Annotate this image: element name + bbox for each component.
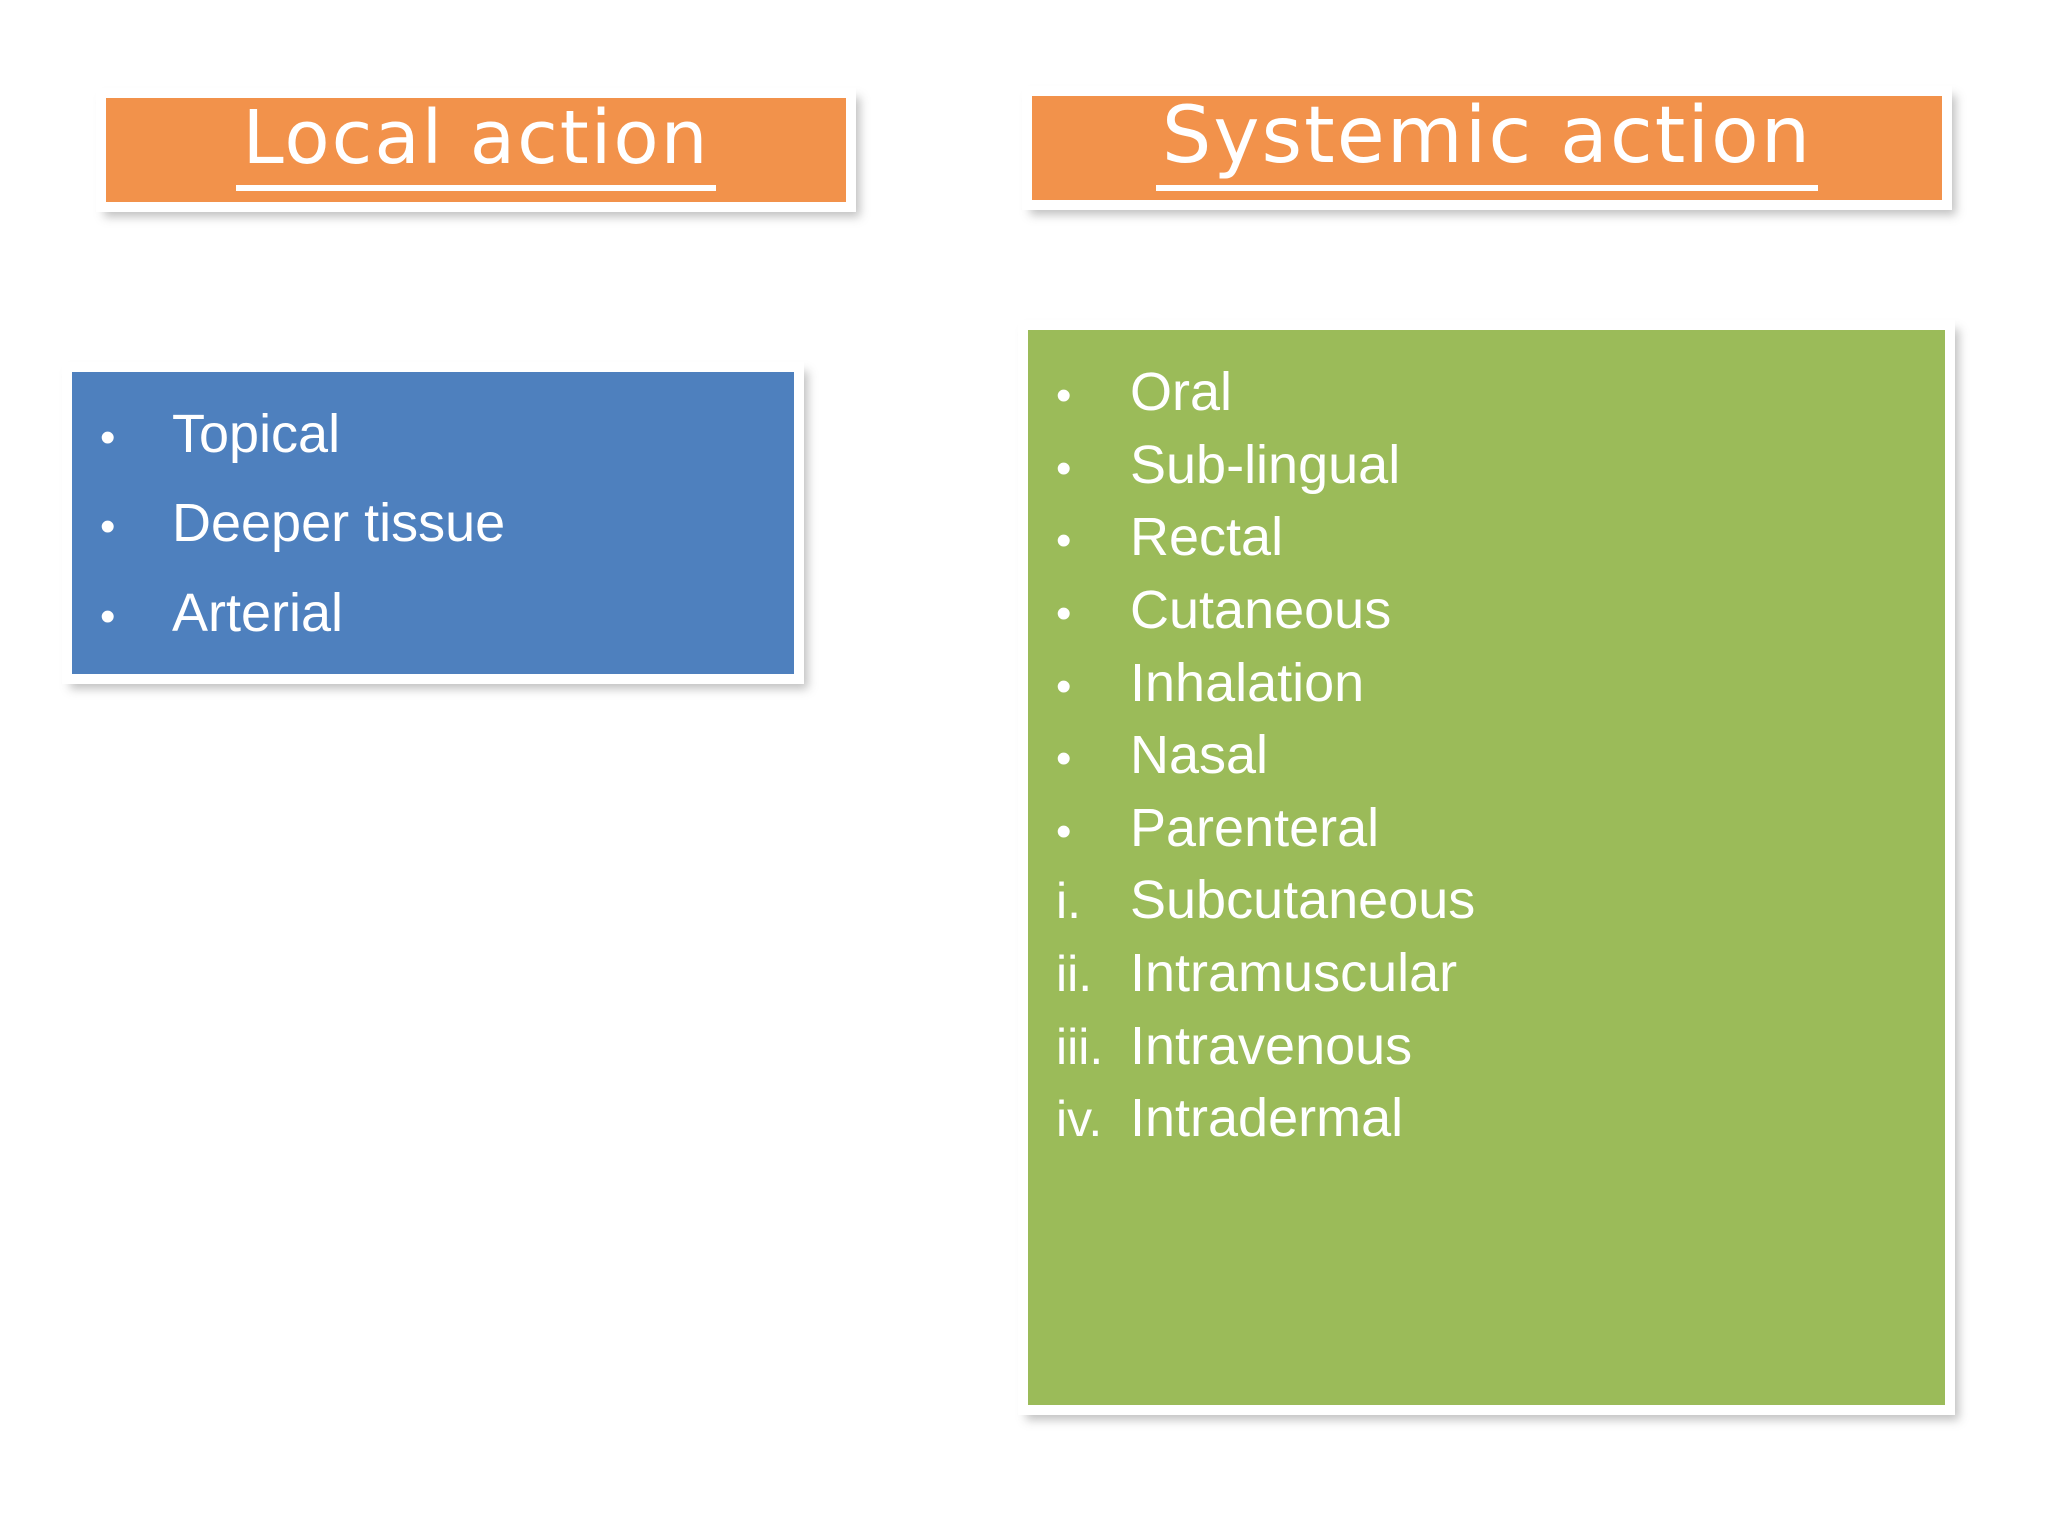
- list-item: • Sub-lingual: [1056, 429, 1927, 502]
- list-item-label: Oral: [1130, 362, 1233, 422]
- list-item-label: Arterial: [172, 582, 344, 643]
- bullet-icon: •: [1056, 516, 1072, 566]
- list-item: • Cutaneous: [1056, 574, 1927, 647]
- bullet-icon: •: [1056, 806, 1072, 856]
- list-item: • Deeper tissue: [100, 487, 776, 560]
- bullet-icon: •: [1056, 371, 1072, 420]
- list-item: • Rectal: [1056, 501, 1927, 574]
- bullet-icon: •: [1056, 443, 1072, 493]
- list-item: • Parenteral: [1056, 792, 1927, 865]
- systemic-action-list-card: • Oral • Sub-lingual • Rectal • Cutaneou…: [1018, 320, 1955, 1415]
- bullet-icon: •: [100, 591, 116, 641]
- roman-numeral-marker: ii.: [1056, 946, 1093, 1002]
- list-item: iii. Intravenous: [1056, 1010, 1927, 1083]
- list-item-label: Sub-lingual: [1130, 434, 1401, 495]
- systemic-action-heading-card: Systemic action: [1022, 86, 1952, 210]
- local-action-heading-fill: Local action: [106, 98, 846, 202]
- list-item-label: Intravenous: [1130, 1015, 1413, 1076]
- local-action-list-fill: • Topical • Deeper tissue • Arterial: [72, 372, 794, 674]
- list-item: • Inhalation: [1056, 647, 1927, 720]
- roman-numeral-marker: iii.: [1056, 1018, 1104, 1075]
- list-item-label: Intradermal: [1130, 1088, 1404, 1149]
- list-item: • Nasal: [1056, 719, 1927, 792]
- list-item: iv. Intradermal: [1056, 1082, 1927, 1155]
- list-item-label: Deeper tissue: [172, 493, 506, 554]
- bullet-icon: •: [100, 413, 116, 462]
- systemic-action-heading-fill: Systemic action: [1032, 96, 1942, 200]
- list-item-label: Topical: [172, 404, 341, 464]
- bullet-icon: •: [1056, 734, 1072, 784]
- list-item-label: Subcutaneous: [1130, 870, 1476, 931]
- list-item-label: Nasal: [1130, 725, 1269, 786]
- local-action-list-card: • Topical • Deeper tissue • Arterial: [62, 362, 804, 684]
- list-item-label: Rectal: [1130, 507, 1284, 568]
- systemic-action-list: • Oral • Sub-lingual • Rectal • Cutaneou…: [1056, 356, 1927, 1155]
- systemic-action-list-fill: • Oral • Sub-lingual • Rectal • Cutaneou…: [1028, 330, 1945, 1405]
- local-action-heading-card: Local action: [96, 88, 856, 212]
- local-action-heading-text: Local action: [236, 101, 716, 191]
- list-item: i. Subcutaneous: [1056, 864, 1927, 937]
- list-item: • Oral: [1056, 356, 1927, 429]
- list-item-label: Inhalation: [1130, 652, 1365, 713]
- bullet-icon: •: [1056, 661, 1072, 711]
- list-item-label: Intramuscular: [1130, 943, 1458, 1003]
- bullet-icon: •: [1056, 588, 1072, 638]
- list-item-label: Parenteral: [1130, 797, 1380, 858]
- local-action-list: • Topical • Deeper tissue • Arterial: [100, 398, 776, 650]
- list-item: • Topical: [100, 398, 776, 471]
- roman-numeral-marker: i.: [1056, 873, 1081, 930]
- roman-numeral-marker: iv.: [1056, 1091, 1103, 1148]
- list-item: • Arterial: [100, 577, 776, 650]
- list-item: ii. Intramuscular: [1056, 937, 1927, 1010]
- bullet-icon: •: [100, 502, 116, 552]
- list-item-label: Cutaneous: [1130, 579, 1392, 640]
- systemic-action-heading-text: Systemic action: [1155, 97, 1819, 191]
